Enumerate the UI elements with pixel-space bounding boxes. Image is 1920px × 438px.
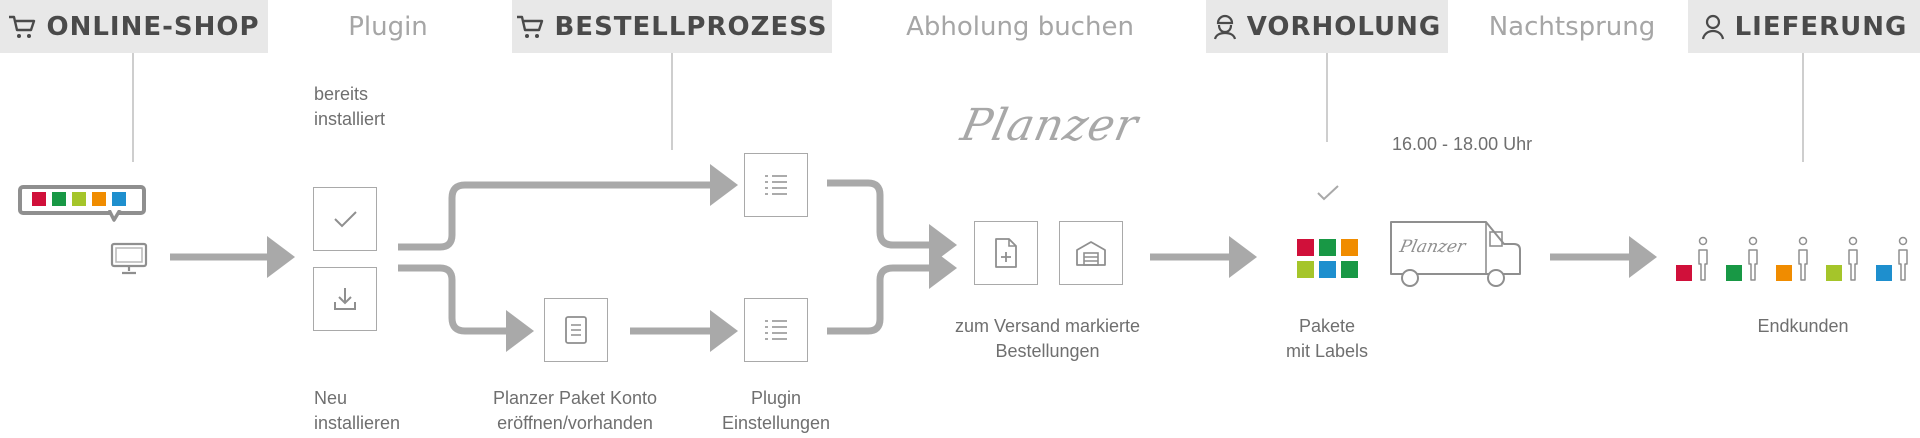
box-versand-warehouse — [1059, 221, 1123, 285]
label-pakete-line1: Pakete — [1298, 316, 1356, 336]
label-versand-line1: zum Versand markierte — [954, 316, 1141, 336]
label-plugin-einstellungen: Plugin Einstellungen — [700, 386, 852, 436]
stage-plugin: Plugin — [268, 0, 508, 53]
label-konto-line1: Planzer Paket Konto — [492, 388, 658, 408]
package-red — [1297, 239, 1314, 256]
color-square-blue — [112, 192, 126, 206]
stage-lieferung: LIEFERUNG — [1688, 0, 1920, 53]
truck-icon — [1390, 221, 1521, 287]
stage-abholung: Abholung buchen — [860, 0, 1180, 53]
package-lime — [1297, 261, 1314, 278]
package-green-2 — [1341, 261, 1358, 278]
package-orange — [1341, 239, 1358, 256]
label-paket-konto: Planzer Paket Konto eröffnen/vorhanden — [475, 386, 675, 436]
color-speech-bubble — [18, 185, 146, 215]
label-time: 16.00 - 18.00 Uhr — [1392, 134, 1533, 154]
add-file-icon — [995, 238, 1017, 268]
person-icon — [1698, 236, 1708, 281]
box-paket-konto — [544, 298, 608, 362]
box-plugin-settings-top — [744, 153, 808, 217]
check-icon — [334, 211, 357, 228]
person-icon — [1748, 236, 1758, 281]
color-square-red — [32, 192, 46, 206]
label-konto-line2: eröffnen/vorhanden — [497, 413, 653, 433]
label-plugin-einst-line1: Plugin — [750, 388, 802, 408]
worker-icon — [1213, 14, 1236, 39]
label-neu-line2: installieren — [314, 413, 401, 433]
label-bereits-line1: bereits — [314, 84, 369, 104]
list-icon — [765, 175, 787, 195]
customer-package-orange — [1776, 265, 1792, 281]
package-blue — [1319, 261, 1336, 278]
stage-online-shop: ONLINE-SHOP — [0, 0, 268, 53]
package-green — [1319, 239, 1336, 256]
endkunden-group — [1674, 236, 1920, 282]
color-square-lime — [72, 192, 86, 206]
label-bereits-installiert: bereits installiert — [314, 82, 385, 132]
cart-icon — [517, 15, 544, 38]
truck-logo: Planzer — [1397, 237, 1468, 257]
box-plugin-settings-bottom — [744, 298, 808, 362]
arrow-settings-top-to-versand — [827, 179, 957, 266]
label-versand: zum Versand markierte Bestellungen — [930, 314, 1165, 364]
warehouse-icon — [1076, 241, 1106, 266]
arrow-neu-to-konto — [398, 264, 534, 352]
person-icon — [1848, 236, 1858, 281]
speech-bubble-tail — [108, 210, 122, 222]
stage-vorholung-label: VORHOLUNG — [1246, 11, 1442, 42]
planzer-logo: Planzer — [956, 100, 1143, 151]
stage-nachtsprung-label: Nachtsprung — [1488, 11, 1656, 42]
customer-package-green — [1726, 265, 1742, 281]
monitor-icon — [110, 242, 148, 275]
label-pakete-line2: mit Labels — [1285, 341, 1369, 361]
stage-bestellprozess: BESTELLPROZESS — [512, 0, 832, 53]
person-icon — [1798, 236, 1808, 281]
document-icon — [565, 316, 587, 344]
box-versand-file — [974, 221, 1038, 285]
customer-package-blue — [1876, 265, 1892, 281]
stage-plugin-label: Plugin — [348, 11, 428, 42]
label-packages — [1297, 239, 1358, 279]
label-endkunden: Endkunden — [1757, 316, 1849, 336]
color-square-green — [52, 192, 66, 206]
box-bereits-installiert — [313, 187, 377, 251]
person-icon — [1701, 14, 1724, 39]
stage-bestellprozess-label: BESTELLPROZESS — [554, 11, 828, 42]
list-icon — [765, 320, 787, 340]
label-bereits-line2: installiert — [314, 109, 386, 129]
arrow-bereits-to-plugin-settings — [398, 164, 738, 251]
download-icon — [334, 288, 356, 310]
cart-icon — [9, 15, 36, 38]
customer-package-lime — [1826, 265, 1842, 281]
stage-vorholung: VORHOLUNG — [1206, 0, 1448, 53]
check-icon — [1317, 185, 1339, 201]
label-neu-installieren: Neu installieren — [314, 386, 400, 436]
stage-online-shop-label: ONLINE-SHOP — [46, 11, 260, 42]
stage-lieferung-label: LIEFERUNG — [1734, 11, 1908, 42]
label-neu-line1: Neu — [314, 388, 348, 408]
customer-package-red — [1676, 265, 1692, 281]
label-versand-line2: Bestellungen — [995, 341, 1100, 361]
stage-nachtsprung: Nachtsprung — [1452, 0, 1692, 53]
label-plugin-einst-line2: Einstellungen — [721, 413, 831, 433]
person-icon — [1898, 236, 1908, 281]
arrow-settings-bottom-to-versand — [827, 247, 957, 335]
color-square-orange — [92, 192, 106, 206]
stage-abholung-label: Abholung buchen — [906, 11, 1134, 42]
label-pakete: Pakete mit Labels — [1257, 314, 1397, 364]
box-neu-installieren — [313, 267, 377, 331]
